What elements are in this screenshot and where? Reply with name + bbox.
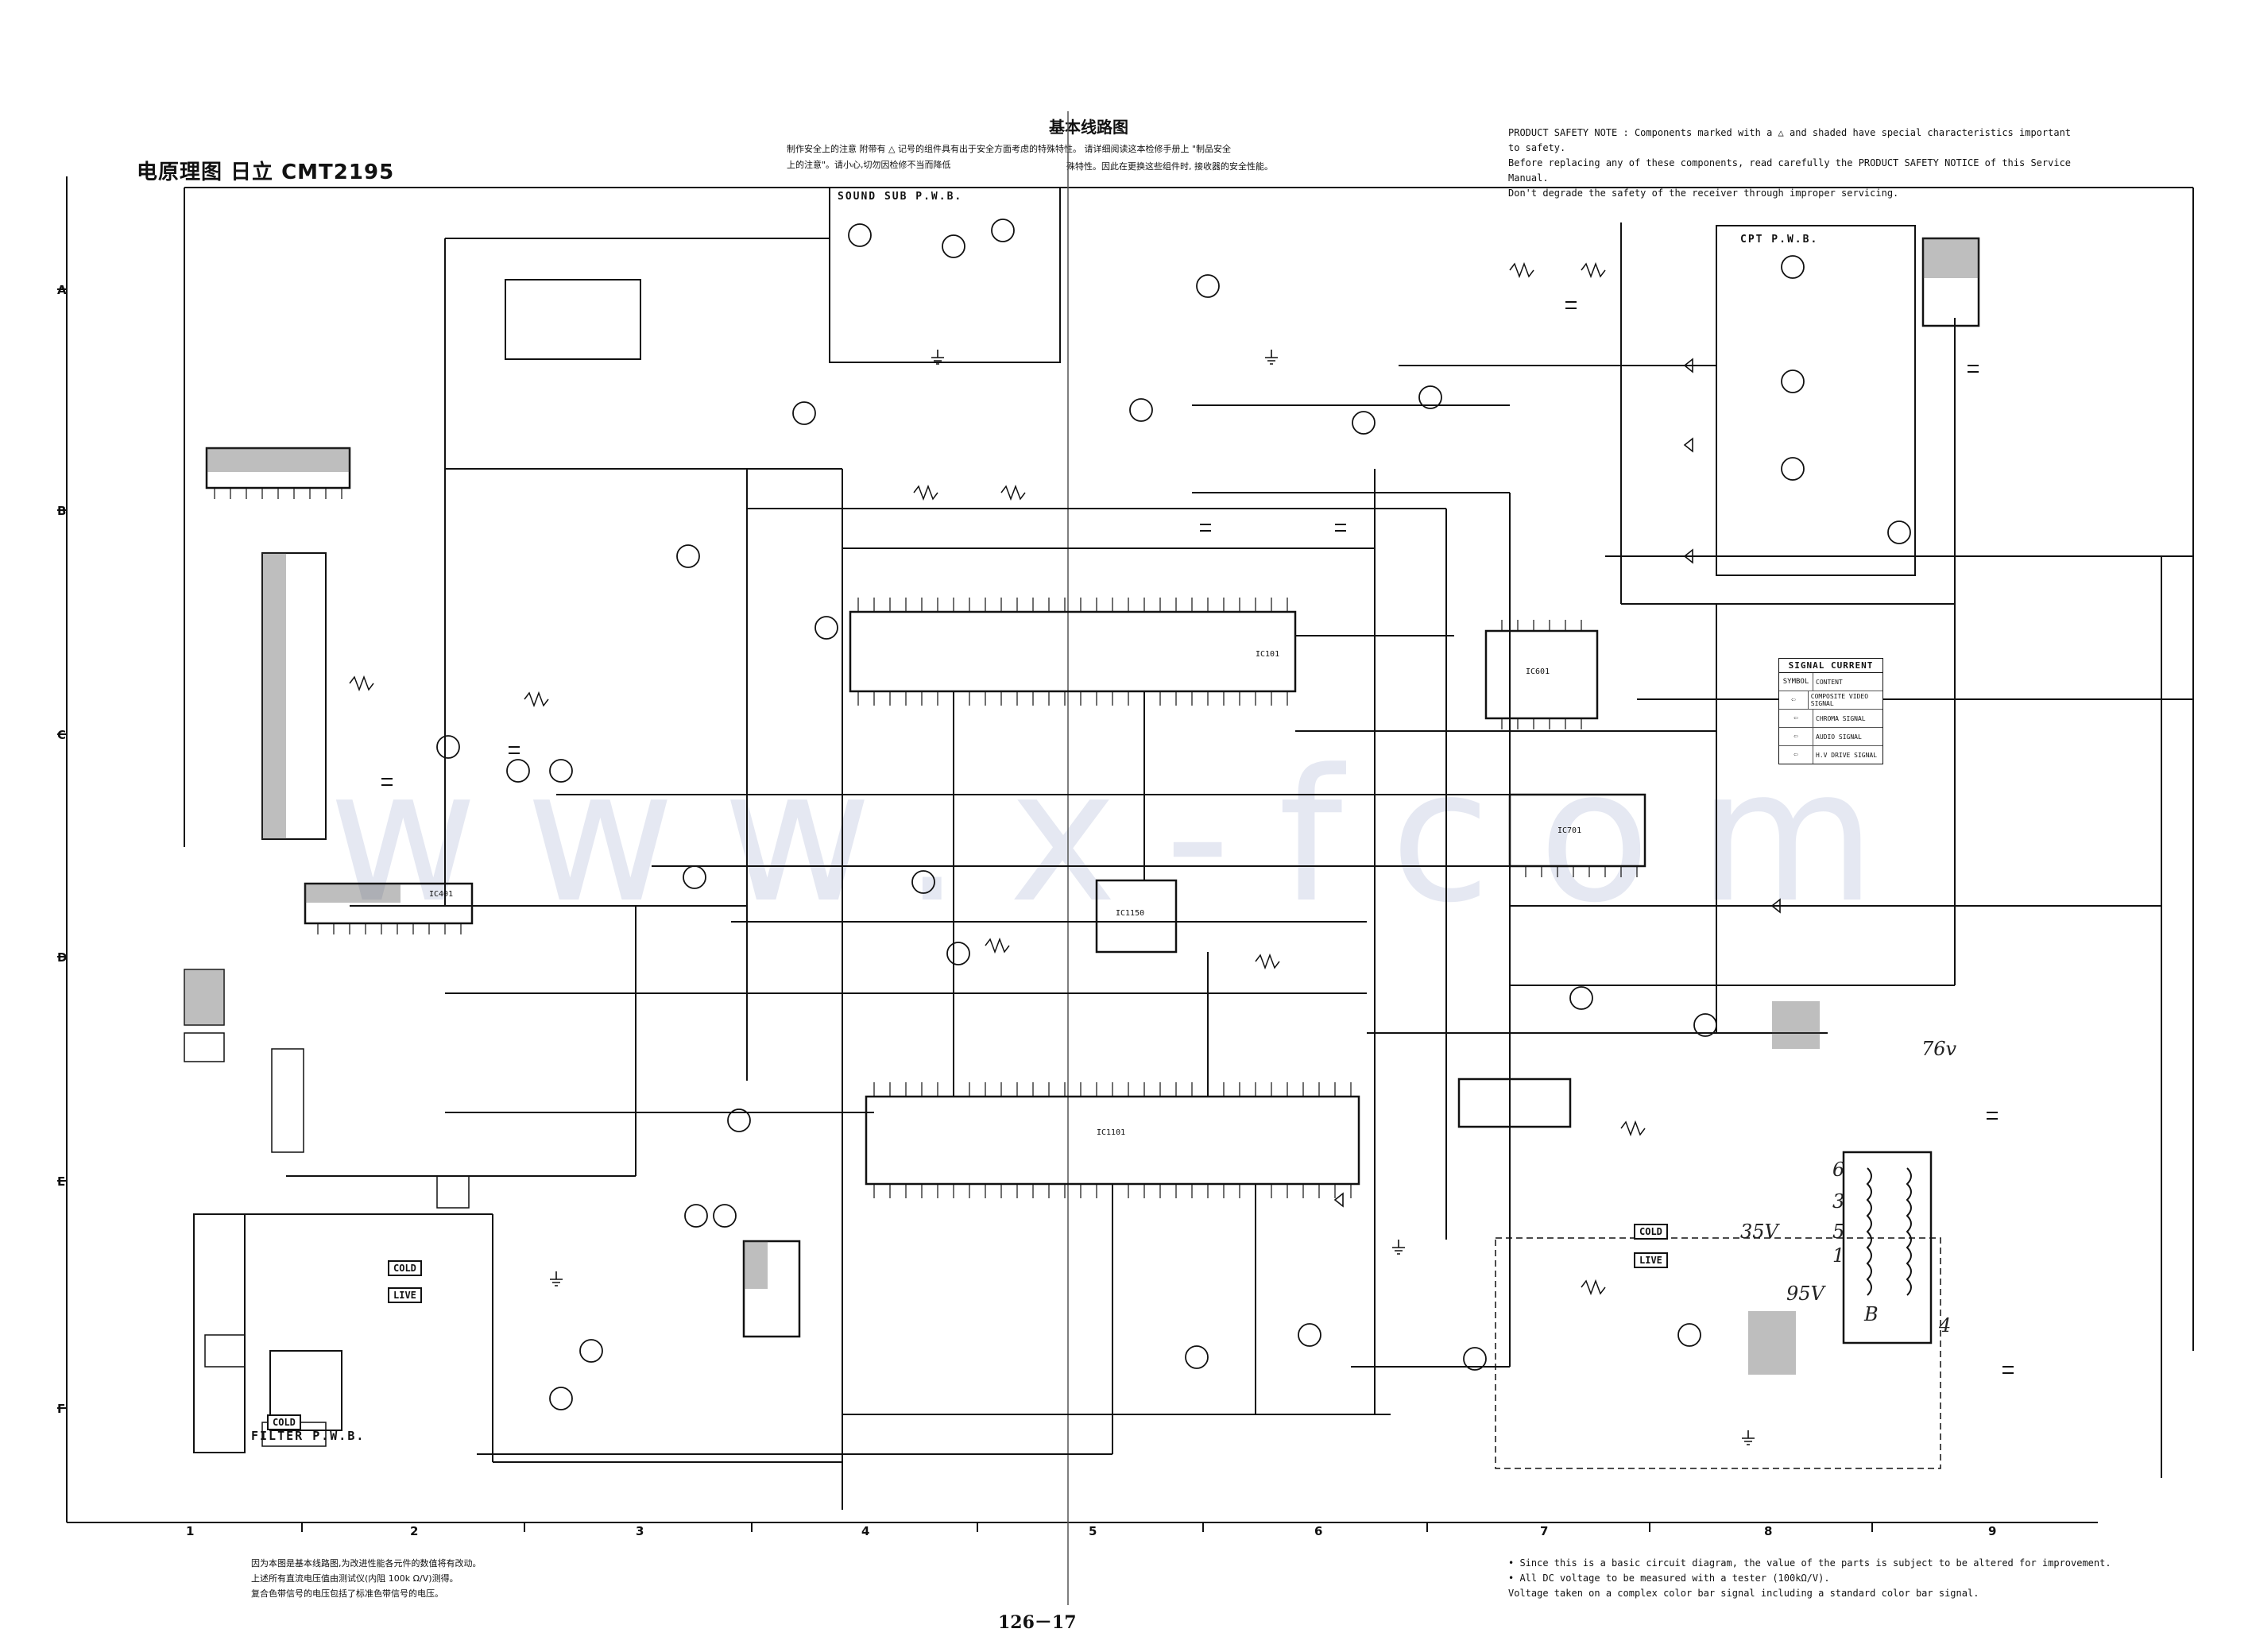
- row-label-a: A: [57, 283, 67, 297]
- footer-en-line-1: • Since this is a basic circuit diagram,…: [1508, 1557, 2111, 1569]
- footer-cn-line-2: 上述所有直流电压值由测试仪(内阻 100k Ω/V)测得。: [251, 1573, 459, 1584]
- ic1150-label: IC1150: [1116, 909, 1145, 918]
- row-label-e: E: [57, 1174, 66, 1189]
- legend-header-symbol: SYMBOL: [1779, 673, 1813, 691]
- chinese-safety-note-right: 殊特性。因此在更换这些组件时, 接收器的安全性能。: [1066, 161, 1273, 172]
- diagram-title: 电原理图 日立 CMT2195: [137, 161, 395, 184]
- ic601-label: IC601: [1526, 667, 1550, 676]
- legend-row: ⇦ AUDIO SIGNAL: [1779, 728, 1882, 746]
- row-label-c: C: [57, 728, 67, 742]
- column-label-4: 4: [861, 1524, 870, 1538]
- footer-notes-english: • Since this is a basic circuit diagram,…: [1508, 1556, 2112, 1601]
- page-number: 126－17: [998, 1612, 1077, 1633]
- legend-row-content: CHROMA SIGNAL: [1816, 714, 1866, 722]
- arrow-left-icon: ⇦: [1779, 746, 1813, 764]
- chinese-safety-note-left: 制作安全上的注意 附带有 △ 记号的组件具有出于安全方面考虑的特殊特性。 请详细…: [787, 144, 1231, 170]
- cold-label-2: COLD: [1634, 1224, 1668, 1240]
- legend-row-content: H.V DRIVE SIGNAL: [1816, 751, 1878, 759]
- arrow-left-icon: ⇦: [1779, 728, 1813, 745]
- column-label-6: 6: [1314, 1524, 1323, 1538]
- footer-cn-line-3: 复合色带信号的电压包括了标准色带信号的电压。: [251, 1588, 443, 1599]
- column-label-5: 5: [1089, 1524, 1097, 1538]
- legend-row: ⇦ H.V DRIVE SIGNAL: [1779, 746, 1882, 764]
- cold-label-1: COLD: [388, 1260, 422, 1276]
- column-label-8: 8: [1764, 1524, 1773, 1538]
- cold-label-3: COLD: [267, 1414, 301, 1430]
- chinese-title: 基本线路图: [1049, 118, 1128, 137]
- legend-header-content: CONTENT: [1816, 678, 1843, 686]
- ic101-label: IC101: [1256, 650, 1280, 659]
- cpt-pwb-label: CPT P.W.B.: [1740, 234, 1819, 246]
- row-label-f: F: [57, 1402, 66, 1416]
- handwritten-95v: 95V: [1786, 1283, 1824, 1305]
- sound-sub-pwb-label: SOUND SUB P.W.B.: [838, 191, 963, 203]
- footer-en-line-2: • All DC voltage to be measured with a t…: [1508, 1573, 1830, 1584]
- column-label-7: 7: [1540, 1524, 1549, 1538]
- watermark: www.x-fcom: [328, 731, 1924, 943]
- ic401-label: IC401: [429, 890, 454, 899]
- footer-en-line-3: Voltage taken on a complex color bar sig…: [1508, 1588, 1979, 1599]
- legend-row: ⇦ CHROMA SIGNAL: [1779, 710, 1882, 728]
- handwritten-35v: 35V: [1740, 1221, 1778, 1243]
- row-label-d: D: [57, 950, 68, 965]
- handwritten-3: 3: [1832, 1190, 1845, 1213]
- product-safety-note: PRODUCT SAFETY NOTE : Components marked …: [1508, 126, 2080, 201]
- legend-row-content: COMPOSITE VIDEO SIGNAL: [1810, 693, 1869, 707]
- live-label-2: LIVE: [1634, 1252, 1668, 1268]
- handwritten-76v: 76v: [1921, 1038, 1957, 1060]
- legend-row-content: AUDIO SIGNAL: [1816, 733, 1862, 741]
- safety-line-1: PRODUCT SAFETY NOTE : Components marked …: [1508, 127, 2072, 153]
- handwritten-4: 4: [1939, 1314, 1952, 1337]
- ic1101-label: IC1101: [1097, 1128, 1126, 1137]
- footer-cn-line-1: 因为本图是基本线路图,为改进性能各元件的数值将有改动。: [251, 1558, 482, 1569]
- safety-line-3: Don't degrade the safety of the receiver…: [1508, 188, 1899, 199]
- legend-header-row: SYMBOL CONTENT: [1779, 673, 1882, 691]
- handwritten-5: 5: [1832, 1221, 1845, 1243]
- handwritten-b: B: [1864, 1303, 1879, 1325]
- signal-current-title: SIGNAL CURRENT: [1779, 659, 1882, 673]
- column-label-2: 2: [410, 1524, 419, 1538]
- handwritten-1: 1: [1832, 1244, 1845, 1267]
- signal-current-legend: SIGNAL CURRENT SYMBOL CONTENT ⇦ COMPOSIT…: [1778, 658, 1883, 764]
- safety-line-2: Before replacing any of these components…: [1508, 157, 2072, 184]
- row-label-b: B: [57, 504, 67, 518]
- filter-pwb-label: FILTER P.W.B.: [251, 1429, 366, 1443]
- legend-row: ⇦ COMPOSITE VIDEO SIGNAL: [1779, 691, 1882, 710]
- column-label-3: 3: [636, 1524, 644, 1538]
- ic701-label: IC701: [1557, 826, 1582, 835]
- footer-notes-chinese: 因为本图是基本线路图,为改进性能各元件的数值将有改动。 上述所有直流电压值由测试…: [251, 1556, 601, 1601]
- live-label-1: LIVE: [388, 1287, 422, 1303]
- arrow-left-icon: ⇦: [1779, 710, 1813, 727]
- handwritten-6: 6: [1832, 1159, 1845, 1181]
- column-label-9: 9: [1988, 1524, 1997, 1538]
- column-label-1: 1: [186, 1524, 195, 1538]
- arrow-left-icon: ⇦: [1779, 691, 1809, 709]
